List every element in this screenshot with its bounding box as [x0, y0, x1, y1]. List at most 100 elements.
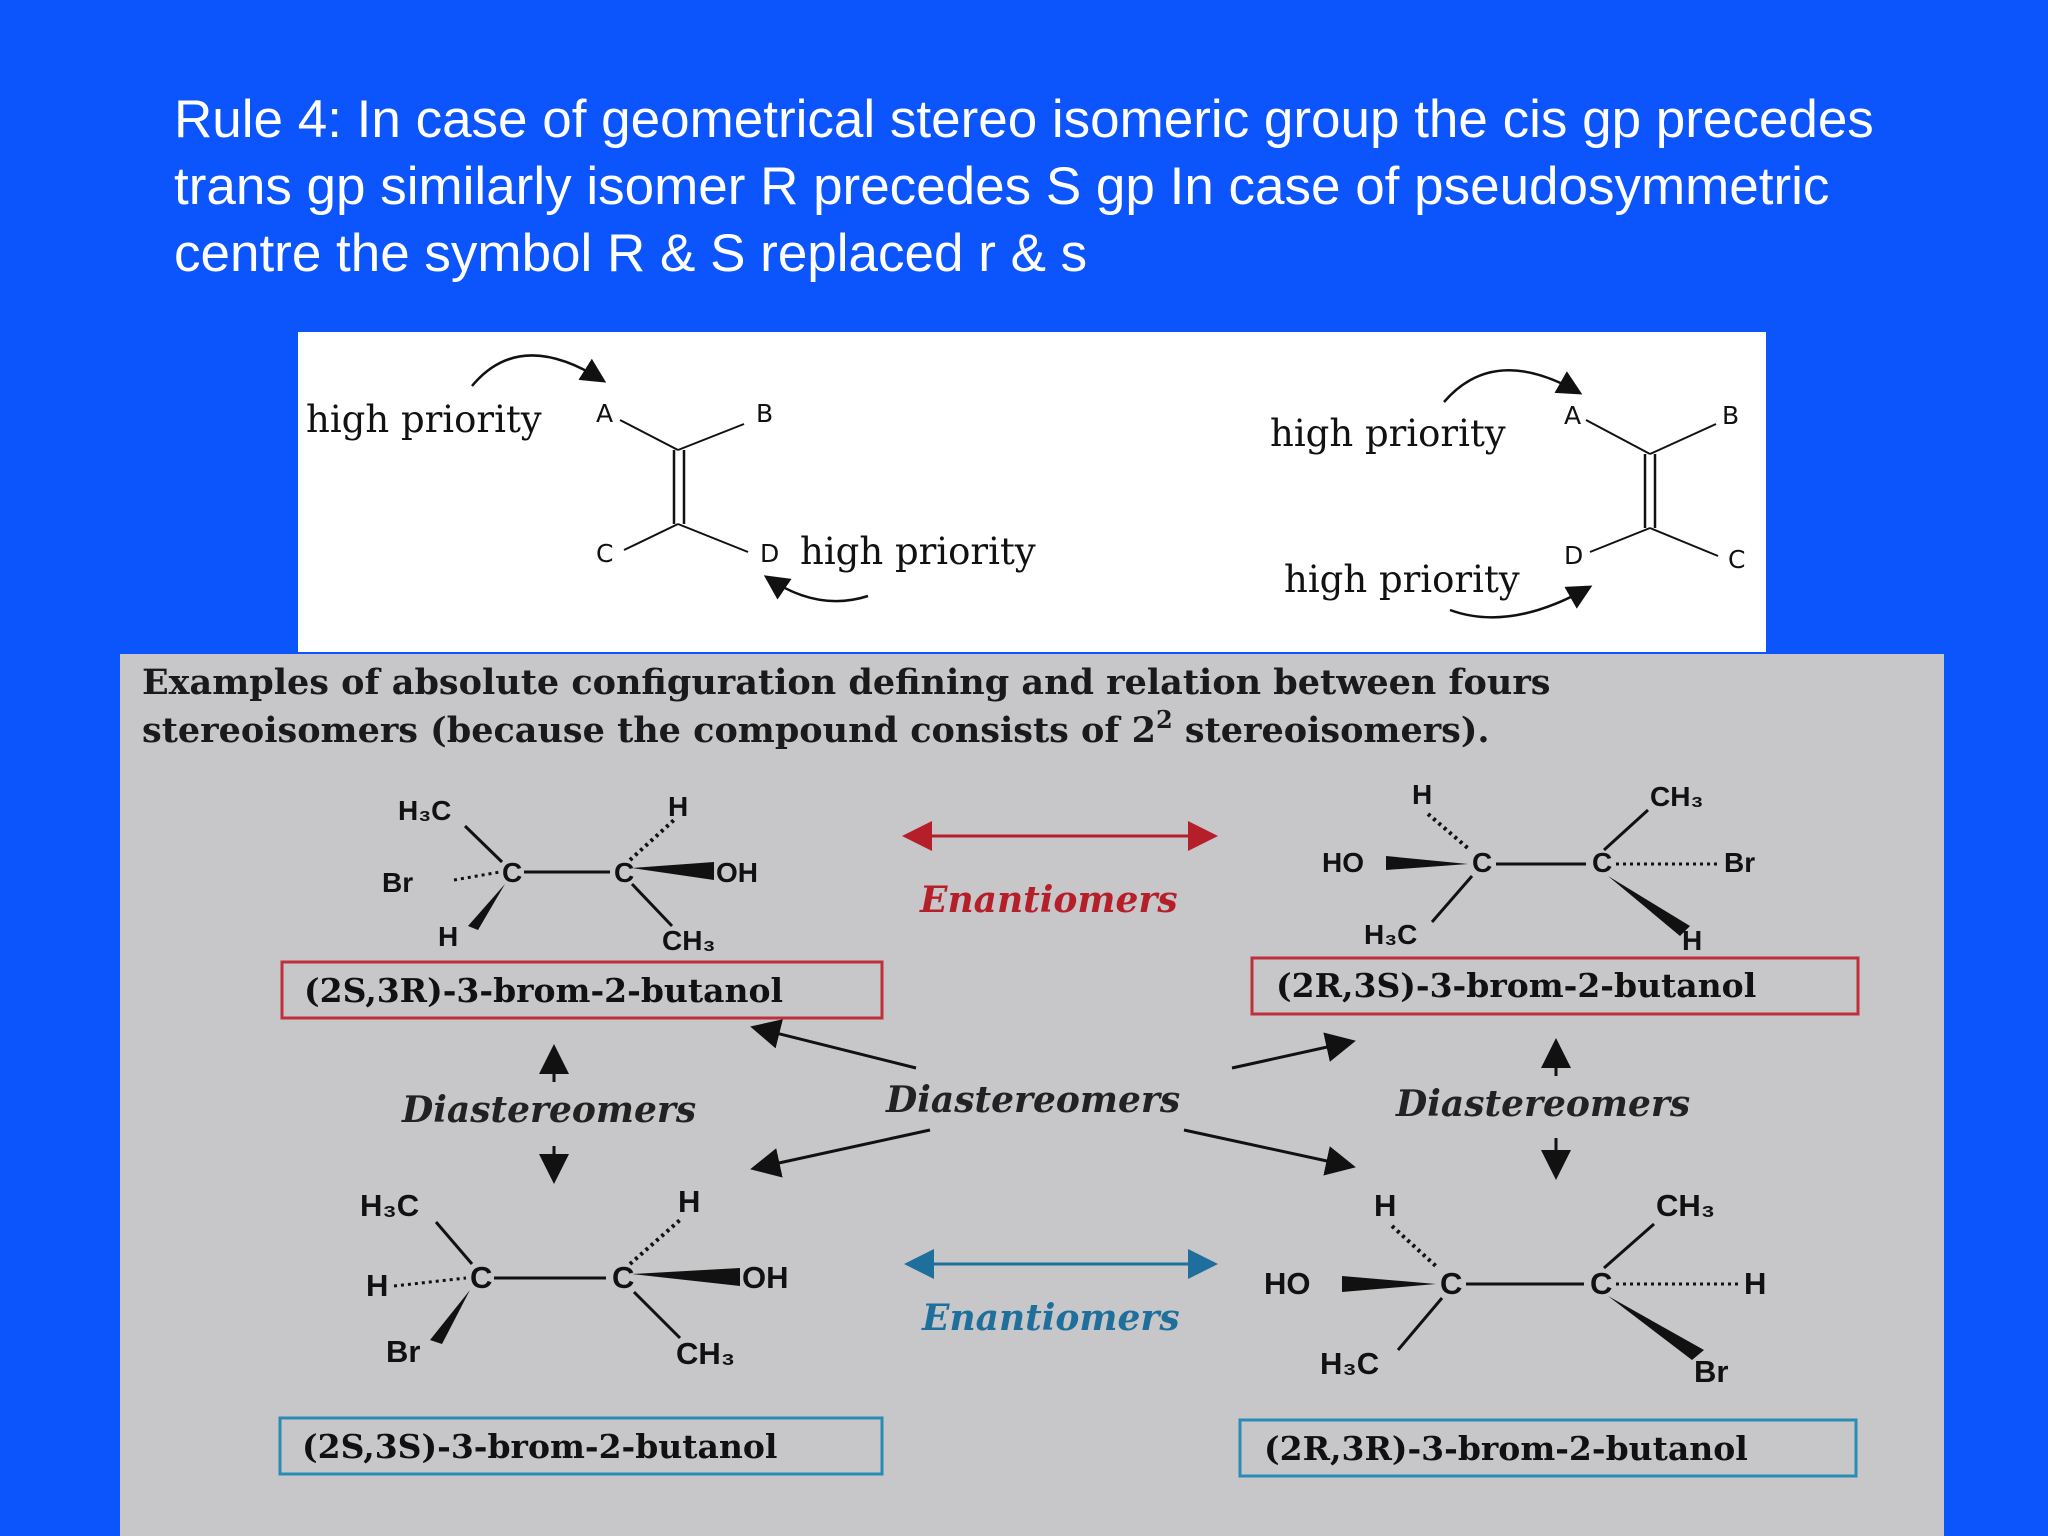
bond-line	[1649, 527, 1719, 557]
z-isomer-structure: high priority A B D C high priority	[1270, 369, 1745, 619]
atom-label: Br	[1694, 1354, 1728, 1389]
bond-line	[1649, 423, 1717, 455]
atom-label: H₃C	[398, 795, 451, 826]
atom-label: H₃C	[1320, 1346, 1379, 1381]
molecule-2r3s: H HO C C H₃C CH₃ Br H	[1322, 779, 1755, 956]
bond-line	[619, 419, 679, 451]
examples-caption: Examples of absolute configuration defin…	[142, 662, 1551, 703]
atom-label: C	[614, 857, 634, 888]
isomer-name: (2S,3R)-3-brom-2-butanol	[304, 971, 783, 1010]
wedge-bond	[430, 1290, 470, 1344]
curved-arrow-icon	[763, 575, 869, 603]
hashed-bond	[628, 818, 676, 862]
atom-label: H	[668, 791, 688, 822]
high-priority-label: high priority	[1270, 412, 1506, 455]
atom-label: CH₃	[1650, 781, 1703, 812]
diastereomers-label: Diastereomers	[401, 1089, 696, 1131]
e-isomer-structure: high priority A B C D high priority	[306, 354, 1036, 603]
hashed-bond	[1426, 812, 1472, 852]
atom-label: H	[1682, 925, 1702, 956]
name-box-red	[1250, 956, 1860, 1016]
bond-line	[1589, 527, 1651, 553]
atom-label: H	[1412, 779, 1432, 810]
hashed-bond	[628, 1218, 682, 1266]
wedge-bond	[632, 1268, 740, 1286]
name-box-blue	[1238, 1418, 1858, 1478]
atom-label: H	[1374, 1188, 1396, 1223]
atom-label: OH	[716, 857, 758, 888]
bond-line	[1602, 808, 1650, 852]
wedge-bond	[468, 884, 505, 930]
diagonal-arrow-icon	[750, 1128, 931, 1178]
diagonal-arrow-icon	[1183, 1128, 1356, 1176]
high-priority-label: high priority	[1284, 558, 1520, 601]
enantiomers-label: Enantiomers	[919, 879, 1178, 921]
atom-label: C	[470, 1260, 492, 1295]
atom-b: B	[1722, 401, 1739, 430]
hashed-bond	[1390, 1224, 1440, 1270]
bond-line	[434, 1221, 474, 1265]
stereoisomer-examples-panel: Examples of absolute configuration defin…	[120, 654, 1944, 1536]
bond-line	[677, 523, 749, 553]
atom-b: B	[756, 399, 773, 428]
atom-label: CH₃	[676, 1336, 735, 1371]
bond-line	[463, 824, 504, 864]
hashed-bond	[393, 1276, 467, 1288]
atom-label: H₃C	[1364, 919, 1417, 950]
wedge-bond	[1608, 1296, 1704, 1360]
atom-label: CH₃	[662, 925, 715, 956]
atom-d: D	[1564, 541, 1583, 570]
hashed-bond	[453, 870, 501, 882]
bond-line	[1396, 1297, 1444, 1351]
high-priority-label: high priority	[800, 530, 1036, 573]
molecule-2s3s: H₃C H C C Br H OH CH₃	[360, 1184, 789, 1371]
isomer-name: (2R,3S)-3-brom-2-butanol	[1276, 966, 1756, 1005]
atom-a: A	[596, 399, 613, 428]
atom-a: A	[1564, 401, 1581, 430]
bond-line	[1603, 1222, 1655, 1270]
wedge-bond	[1342, 1276, 1436, 1292]
atom-label: Br	[382, 867, 413, 898]
isomer-name: (2R,3R)-3-brom-2-butanol	[1264, 1429, 1748, 1468]
diastereomers-label: Diastereomers	[1395, 1083, 1690, 1125]
bond-line	[632, 1290, 682, 1340]
atom-label: HO	[1322, 847, 1364, 878]
high-priority-label: high priority	[306, 398, 542, 441]
wedge-bond	[1386, 856, 1468, 870]
isomer-name: (2S,3S)-3-brom-2-butanol	[302, 1427, 777, 1466]
name-box-blue	[278, 1416, 884, 1476]
atom-label: H	[366, 1268, 388, 1303]
wedge-bond	[1608, 876, 1690, 936]
name-box-red	[280, 960, 884, 1020]
examples-caption: stereoisomers (because the compound cons…	[142, 705, 1490, 751]
atom-label: H	[438, 921, 458, 952]
molecule-2r3r: H HO C C H₃C CH₃ H Br	[1264, 1188, 1766, 1389]
bond-line	[623, 523, 679, 551]
curved-arrow-icon	[471, 354, 607, 387]
atom-label: H	[678, 1184, 700, 1219]
slide-title: Rule 4: In case of geometrical stereo is…	[174, 90, 1874, 283]
bond-line	[630, 882, 674, 928]
atom-label: Br	[386, 1334, 420, 1369]
atom-label: C	[502, 857, 522, 888]
diagonal-arrow-icon	[1231, 1032, 1356, 1070]
molecule-2s3r: H₃C Br C C H H OH CH₃	[382, 791, 758, 956]
atom-label: C	[1590, 1266, 1612, 1301]
bond-line	[1430, 875, 1474, 923]
diagonal-arrow-icon	[750, 1019, 917, 1070]
atom-c: C	[596, 539, 613, 568]
curved-arrow-icon	[1443, 369, 1583, 403]
atom-label: C	[1592, 847, 1612, 878]
diastereomers-label: Diastereomers	[885, 1079, 1180, 1121]
atom-label: CH₃	[1656, 1188, 1715, 1223]
atom-label: H	[1744, 1266, 1766, 1301]
curved-arrow-icon	[1449, 585, 1593, 619]
bond-line	[677, 423, 745, 451]
atom-label: H₃C	[360, 1188, 419, 1223]
atom-c: C	[1728, 545, 1745, 574]
enantiomers-label: Enantiomers	[921, 1297, 1180, 1339]
atom-label: OH	[742, 1260, 789, 1295]
atom-label: C	[1472, 847, 1492, 878]
atom-label: HO	[1264, 1266, 1311, 1301]
wedge-bond	[632, 862, 714, 880]
